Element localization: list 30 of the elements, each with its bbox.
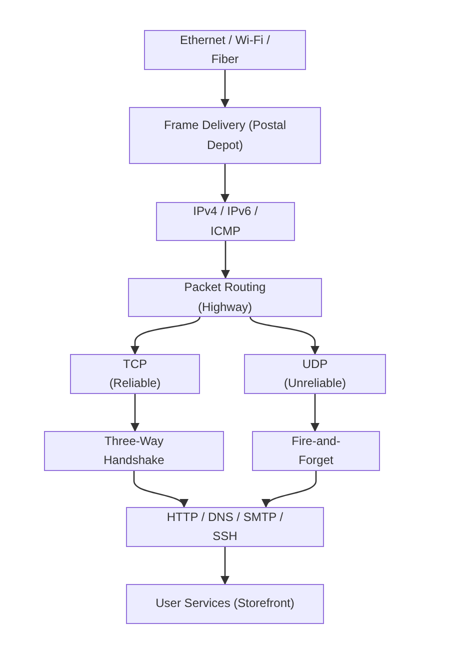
arrow [220, 241, 230, 279]
arrow [133, 471, 186, 508]
process-box [128, 278, 322, 317]
box-label: Frame Delivery (Postal Depot) [162, 117, 288, 154]
arrow [130, 394, 140, 432]
process-box [156, 202, 295, 241]
box-label: Ethernet / Wi-Fi / Fiber [178, 32, 272, 68]
process-box [252, 431, 380, 471]
arrow [310, 394, 320, 432]
arrow [220, 547, 230, 585]
arrow [264, 471, 317, 508]
arrow [220, 70, 230, 108]
box-label: HTTP / DNS / SMTP / SSH [166, 508, 284, 545]
box-label: Three-Way Handshake [102, 432, 166, 469]
box-label: Packet Routing (Highway) [183, 279, 267, 316]
arrow [250, 316, 320, 355]
box-label: User Services (Storefront) [156, 595, 294, 612]
process-box [70, 354, 200, 394]
box-label: IPv4 / IPv6 / ICMP [192, 203, 259, 240]
arrow [130, 316, 200, 355]
process-box [44, 431, 224, 471]
box-label: UDP (Unreliable) [282, 356, 348, 392]
box-label: TCP (Reliable) [108, 356, 162, 392]
process-box [244, 354, 386, 394]
arrow [220, 164, 230, 203]
process-box [126, 507, 324, 547]
process-box [144, 30, 306, 70]
process-box [129, 107, 321, 164]
process-box [126, 584, 324, 624]
box-label: Fire-and-Forget [290, 432, 342, 469]
